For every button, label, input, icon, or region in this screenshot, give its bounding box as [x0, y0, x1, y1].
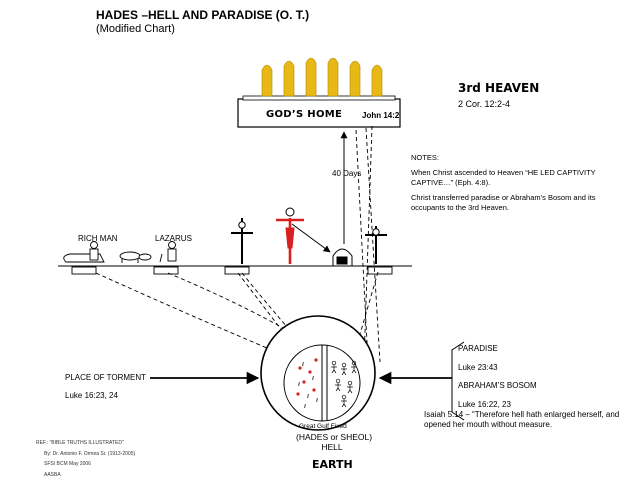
page-subtitle: (Modified Chart)	[96, 23, 175, 35]
reference-line-4: AASBA	[36, 470, 135, 480]
page-title: HADES –HELL AND PARADISE (O. T.)	[96, 8, 309, 22]
torment-ref: Luke 16:23, 24	[65, 391, 118, 400]
hades-label: (HADES or SHEOL) HELL	[296, 432, 368, 452]
notes-line-2: Christ transferred paradise or Abraham’s…	[411, 193, 611, 213]
reference-block: REF.: “BIBLE TRUTHS ILLUSTRATED” By: Dr.…	[36, 438, 135, 480]
heaven-ref: 2 Cor. 12:2-4	[458, 99, 510, 109]
svg-text:ℓ: ℓ	[301, 362, 304, 368]
cross-to-tomb-arrow	[292, 224, 330, 252]
gods-home-label: GOD’S HOME	[266, 109, 342, 120]
isaiah-quote: Isaiah 5:14 – “Therefore hell hath enlar…	[424, 410, 624, 430]
rich-man-label: RICH MAN	[78, 234, 118, 243]
paradise-block: PARADISE Luke 23:43 ABRAHAM’S BOSOM Luke…	[458, 340, 537, 415]
cross-left	[231, 218, 253, 264]
torment-title: PLACE OF TORMENT	[65, 373, 146, 382]
paradise-title: PARADISE	[458, 340, 537, 359]
paradise-ref-1: Luke 23:43	[458, 359, 537, 378]
svg-text:ℓ: ℓ	[303, 404, 306, 410]
hades-line-2: HELL	[296, 442, 368, 452]
gulf-label: Great Gulf Fixed	[299, 423, 347, 430]
earth-label: EARTH	[312, 458, 353, 471]
empty-tomb	[333, 249, 352, 266]
reference-line-3: SFSI BCM May 2006	[36, 459, 135, 470]
svg-text:ℓ: ℓ	[297, 382, 300, 388]
lazarus-label: LAZARUS	[155, 234, 192, 243]
svg-text:ℓ: ℓ	[315, 398, 318, 404]
reference-line-1: REF.: “BIBLE TRUTHS ILLUSTRATED”	[36, 438, 135, 449]
paradise-alt-name: ABRAHAM’S BOSOM	[458, 377, 537, 396]
gold-pillars	[262, 58, 382, 96]
hades-line-1: (HADES or SHEOL)	[296, 432, 368, 442]
hades-circle	[261, 316, 375, 430]
rich-man-bed	[64, 242, 104, 263]
svg-text:ℓ: ℓ	[311, 376, 314, 382]
reference-line-2: By: Dr. Antonio F. Ormea Sr. (1913-2005)	[36, 449, 135, 460]
notes-heading: NOTES:	[411, 153, 611, 163]
graves	[72, 267, 392, 274]
notes-block: NOTES: When Christ ascended to Heaven “H…	[411, 153, 611, 218]
notes-line-1: When Christ ascended to Heaven “HE LED C…	[411, 168, 611, 188]
heaven-title: 3rd HEAVEN	[458, 81, 539, 95]
days-label: 40 Days	[332, 169, 361, 178]
svg-text:ℓ: ℓ	[306, 394, 309, 400]
gods-home-ref: John 14:2	[362, 111, 399, 120]
cross-center	[276, 208, 304, 264]
lazarus-figure	[120, 242, 176, 264]
